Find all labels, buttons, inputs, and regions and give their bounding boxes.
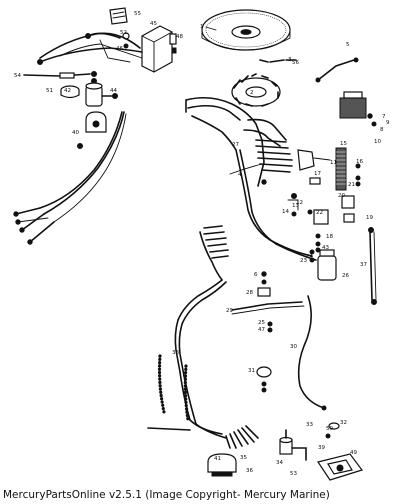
callout-2: 2	[250, 90, 254, 96]
callout-1: 1	[200, 24, 204, 30]
image-caption: MercuryPartsOnline v2.5.1 (Image Copyrig…	[3, 489, 330, 501]
decal-tag	[109, 7, 128, 25]
lead-54	[23, 71, 97, 84]
relay-parts	[307, 195, 355, 225]
callout-36: 36	[246, 468, 253, 474]
terminal-block	[335, 147, 361, 191]
switch-box	[122, 25, 177, 73]
callout-labels: 1 2 3 4 5 6 7 8 9 10 11 12 13 14 15 16 1…	[14, 11, 390, 477]
callout-6: 6	[254, 272, 258, 278]
gauge-parts	[325, 422, 340, 439]
plug-31	[256, 366, 272, 393]
callout-50: 50	[326, 426, 333, 432]
choke-solenoid-cluster	[287, 149, 331, 217]
callout-21: 21	[348, 182, 355, 188]
callout-19: 19	[366, 215, 373, 221]
rubber-cap	[60, 85, 80, 99]
callout-24: 24	[306, 254, 313, 260]
callout-25: 25	[258, 320, 265, 326]
callout-44: 44	[110, 88, 117, 94]
callout-52: 52	[120, 30, 127, 36]
callout-9: 9	[386, 120, 390, 126]
upper-harness	[37, 32, 143, 65]
flywheel	[201, 9, 291, 51]
callout-4: 4	[238, 172, 242, 178]
callout-29: 29	[226, 308, 233, 314]
panel-bezel	[317, 453, 363, 481]
callout-34: 34	[276, 460, 283, 466]
callout-22: 22	[316, 210, 323, 216]
left-harness	[13, 111, 127, 245]
callout-13: 13	[292, 203, 299, 209]
callout-56: 56	[292, 60, 299, 66]
callout-27: 27	[232, 142, 239, 148]
battery-cable	[368, 227, 377, 305]
lead-30	[297, 295, 327, 411]
callout-35: 35	[240, 455, 247, 461]
callout-38: 38	[172, 350, 179, 356]
callout-26: 26	[342, 273, 349, 279]
key-switch	[279, 429, 307, 461]
horn	[207, 453, 237, 477]
callout-14: 14	[282, 209, 289, 215]
leader-line	[205, 26, 217, 31]
callout-55: 55	[134, 11, 141, 17]
callout-49: 49	[350, 450, 357, 456]
callout-20: 20	[338, 193, 345, 199]
callout-33: 33	[306, 422, 313, 428]
callout-16: 16	[356, 159, 363, 165]
callout-54: 54	[14, 73, 21, 79]
hardware-25-47	[267, 321, 273, 333]
rectifier	[339, 91, 377, 127]
callout-37: 37	[360, 262, 367, 268]
callout-8: 8	[380, 127, 384, 133]
callout-3: 3	[288, 57, 292, 63]
callout-23: 23	[300, 258, 307, 264]
callout-47: 47	[258, 327, 265, 333]
callout-7: 7	[382, 114, 386, 120]
lead-38	[157, 354, 190, 422]
lower-harness	[174, 279, 227, 439]
callout-46: 46	[116, 46, 123, 52]
lead-37-lower	[147, 427, 191, 431]
callout-48: 48	[176, 34, 183, 40]
callout-30: 30	[290, 344, 297, 350]
callout-51: 51	[46, 88, 53, 94]
fuse-holder	[257, 271, 271, 297]
stator	[231, 73, 281, 107]
plug-fan	[225, 425, 259, 449]
lead-29	[231, 301, 305, 315]
callout-12: 12	[296, 200, 303, 206]
ignition-coil	[85, 82, 118, 107]
starter-solenoid	[309, 233, 337, 281]
main-harness	[185, 96, 317, 261]
callout-28: 28	[246, 290, 253, 296]
callout-18: 18	[326, 234, 333, 240]
callout-11: 11	[330, 160, 337, 166]
callout-31: 31	[248, 368, 255, 374]
screw-set	[259, 59, 297, 63]
terminal-fan	[229, 139, 293, 175]
callout-40: 40	[72, 130, 79, 136]
callout-10: 10	[374, 139, 381, 145]
callout-41: 41	[214, 456, 221, 462]
callout-39: 39	[318, 445, 325, 451]
callout-5: 5	[346, 42, 350, 48]
callout-53: 53	[290, 471, 297, 477]
callout-43: 43	[322, 245, 329, 251]
coil-bracket	[77, 111, 107, 149]
callout-42: 42	[64, 88, 71, 94]
callout-15: 15	[340, 141, 347, 147]
terminal-ladder	[199, 225, 229, 281]
callout-17: 17	[314, 171, 321, 177]
lead-5	[315, 57, 359, 83]
callout-32: 32	[340, 420, 347, 426]
callout-45: 45	[150, 21, 157, 27]
